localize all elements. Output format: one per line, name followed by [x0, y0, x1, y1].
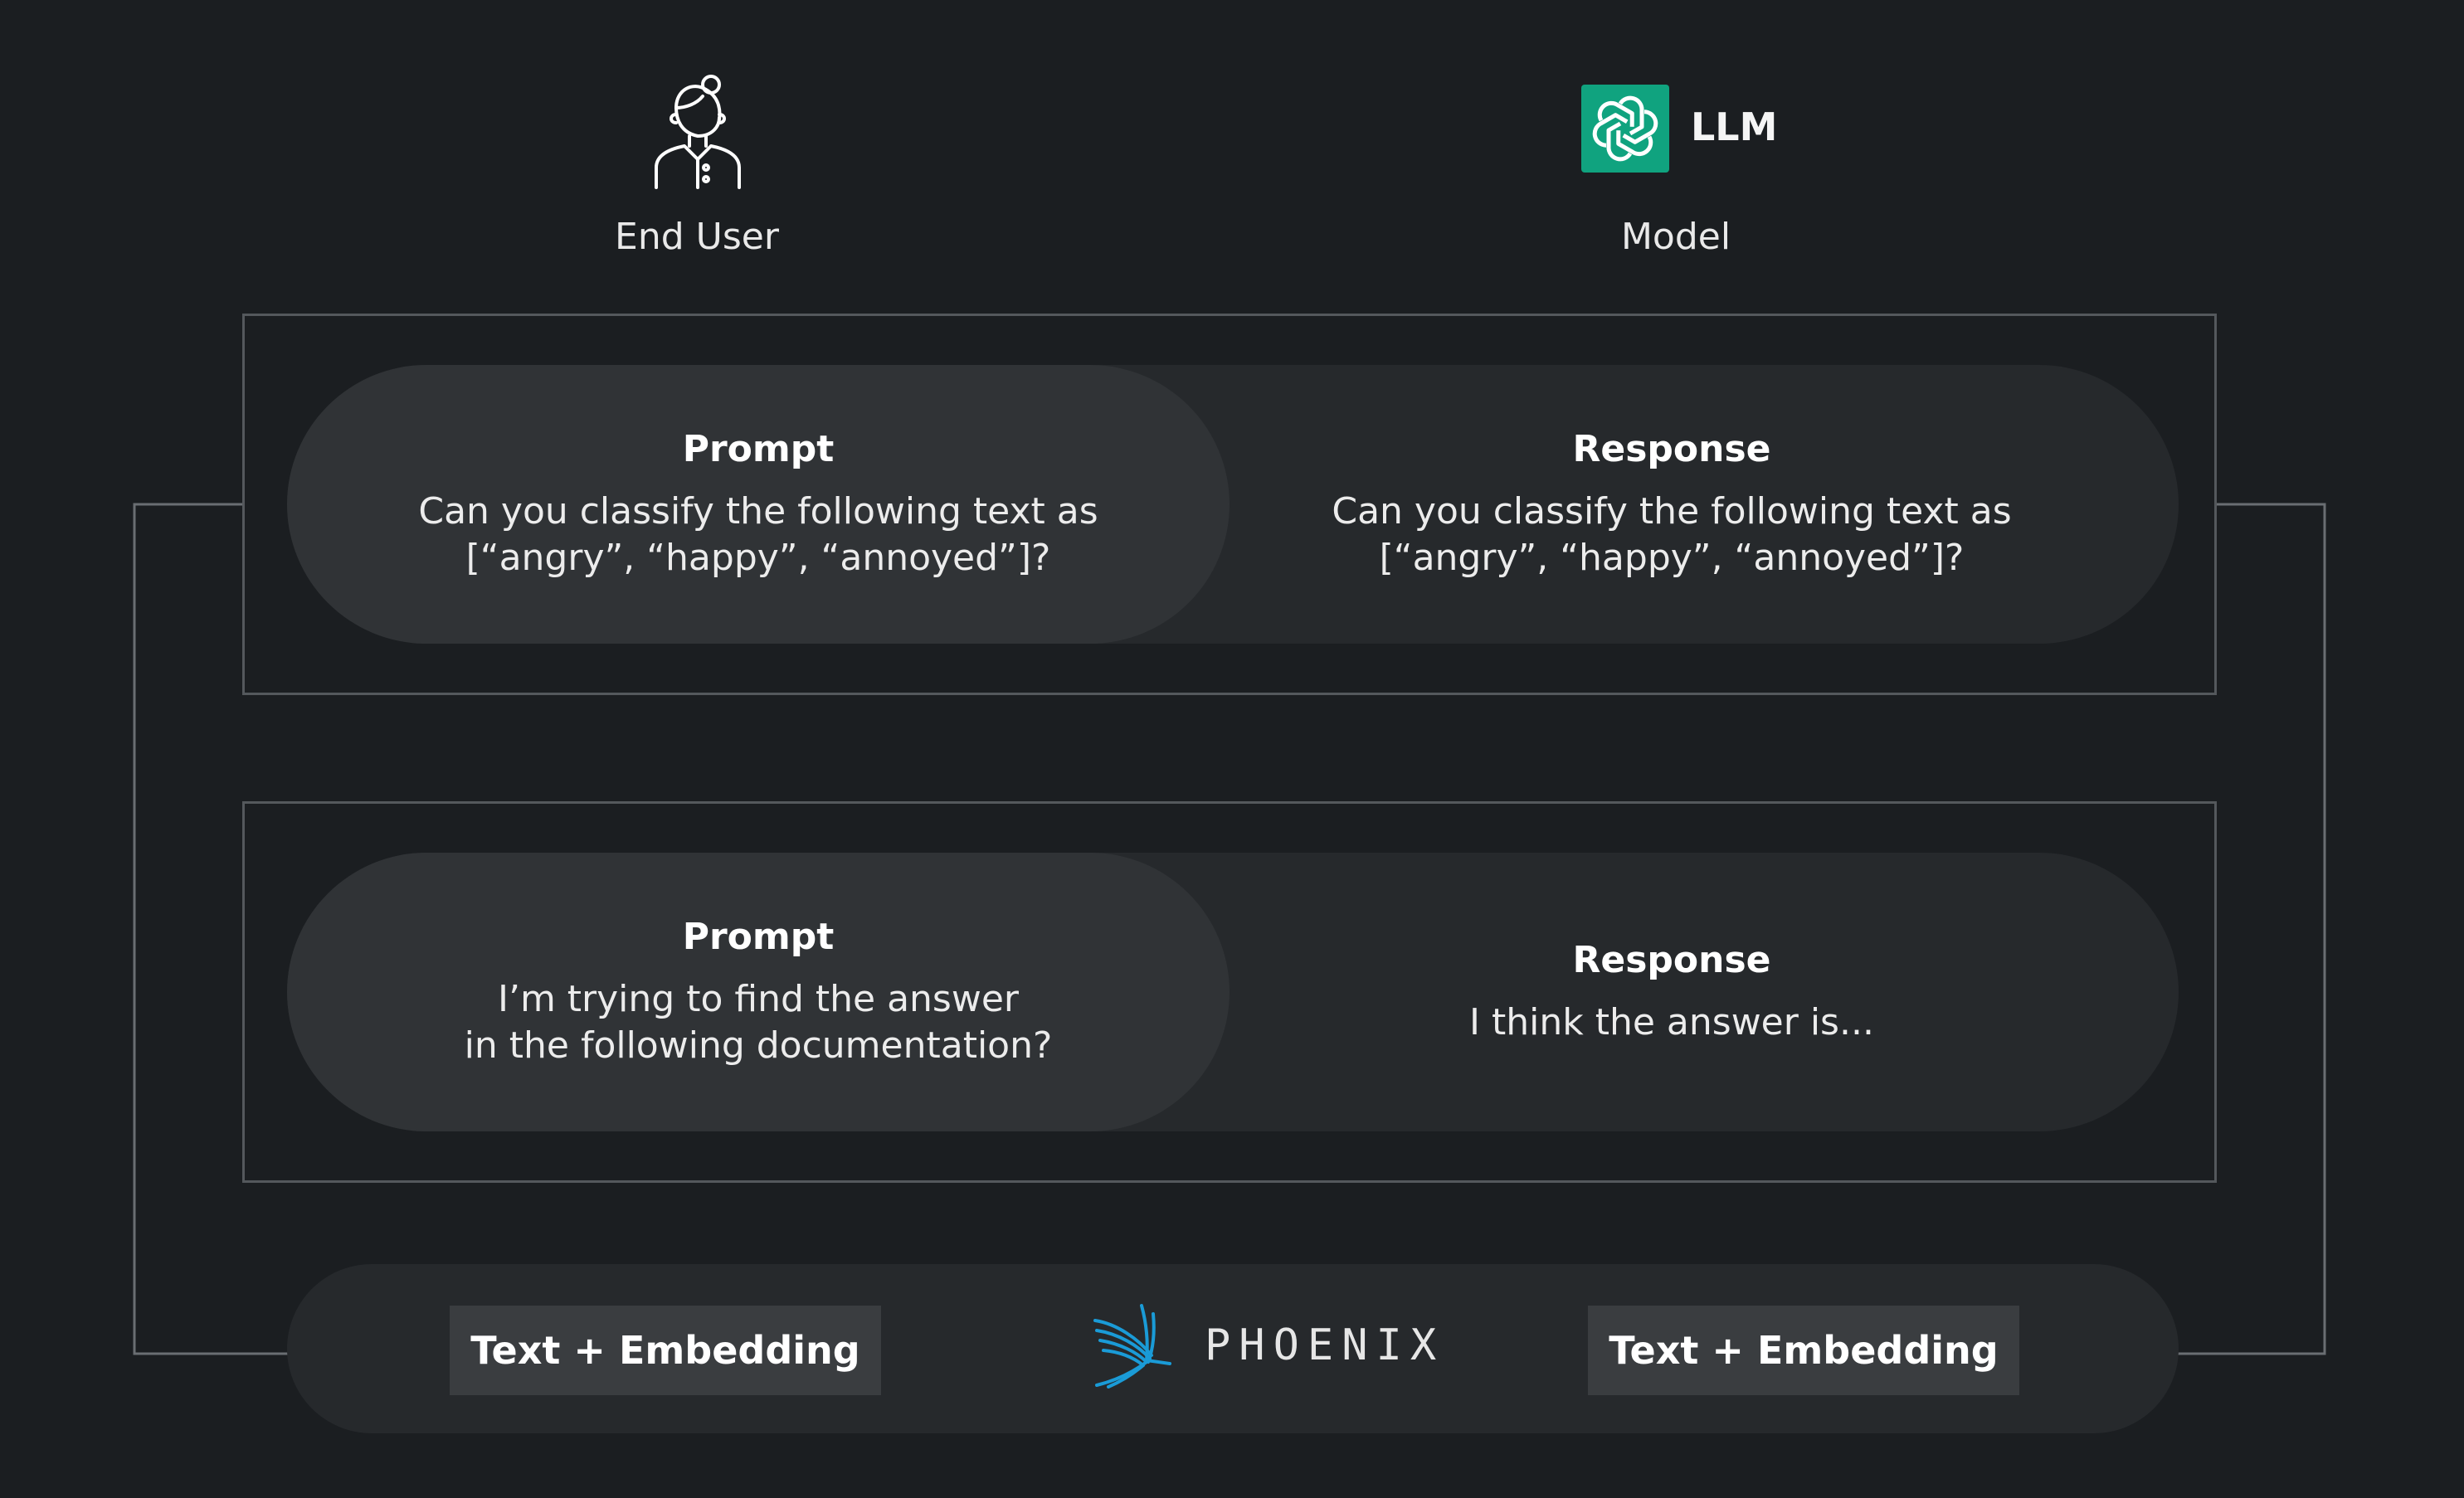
conversation-frame-1	[242, 314, 2217, 695]
prompt-pill-2	[287, 853, 1230, 1131]
llm-name: LLM	[1691, 105, 1778, 149]
prompt-text: Can you classify the following text as […	[418, 489, 1098, 579]
openai-logo-icon	[1581, 85, 1669, 173]
response-text: I think the answer is...	[1469, 1000, 1874, 1043]
response-title: Response	[1572, 427, 1771, 470]
prompt-cell-1: Prompt Can you classify the following te…	[287, 365, 1230, 644]
model-label: Model	[1620, 216, 1731, 258]
conversation-frame-2	[242, 801, 2217, 1183]
right-text-embedding-tag: Text + Embedding	[1588, 1306, 2019, 1395]
prompt-pill-1	[287, 365, 1230, 644]
model-actor: LLM Model	[1427, 66, 1925, 274]
response-title: Response	[1572, 938, 1771, 981]
right-connector-line	[2053, 503, 2326, 1355]
prompt-title: Prompt	[682, 915, 835, 958]
phoenix-bird-icon	[1093, 1304, 1171, 1389]
phoenix-wordmark: PHOENIX	[1205, 1320, 1445, 1370]
prompt-text: I’m trying to find the answer in the fol…	[464, 977, 1053, 1067]
response-text: Can you classify the following text as […	[1332, 489, 2012, 579]
prompt-cell-2: Prompt I’m trying to find the answer in …	[287, 853, 1230, 1131]
prompt-title: Prompt	[682, 427, 835, 470]
left-connector-line	[133, 503, 407, 1355]
end-user-actor: End User	[448, 66, 946, 274]
response-cell-2: Response I think the answer is...	[1230, 853, 2114, 1131]
response-cell-1: Response Can you classify the following …	[1230, 365, 2114, 644]
end-user-label: End User	[615, 216, 779, 258]
person-icon	[655, 75, 741, 189]
left-text-embedding-tag: Text + Embedding	[450, 1306, 881, 1395]
